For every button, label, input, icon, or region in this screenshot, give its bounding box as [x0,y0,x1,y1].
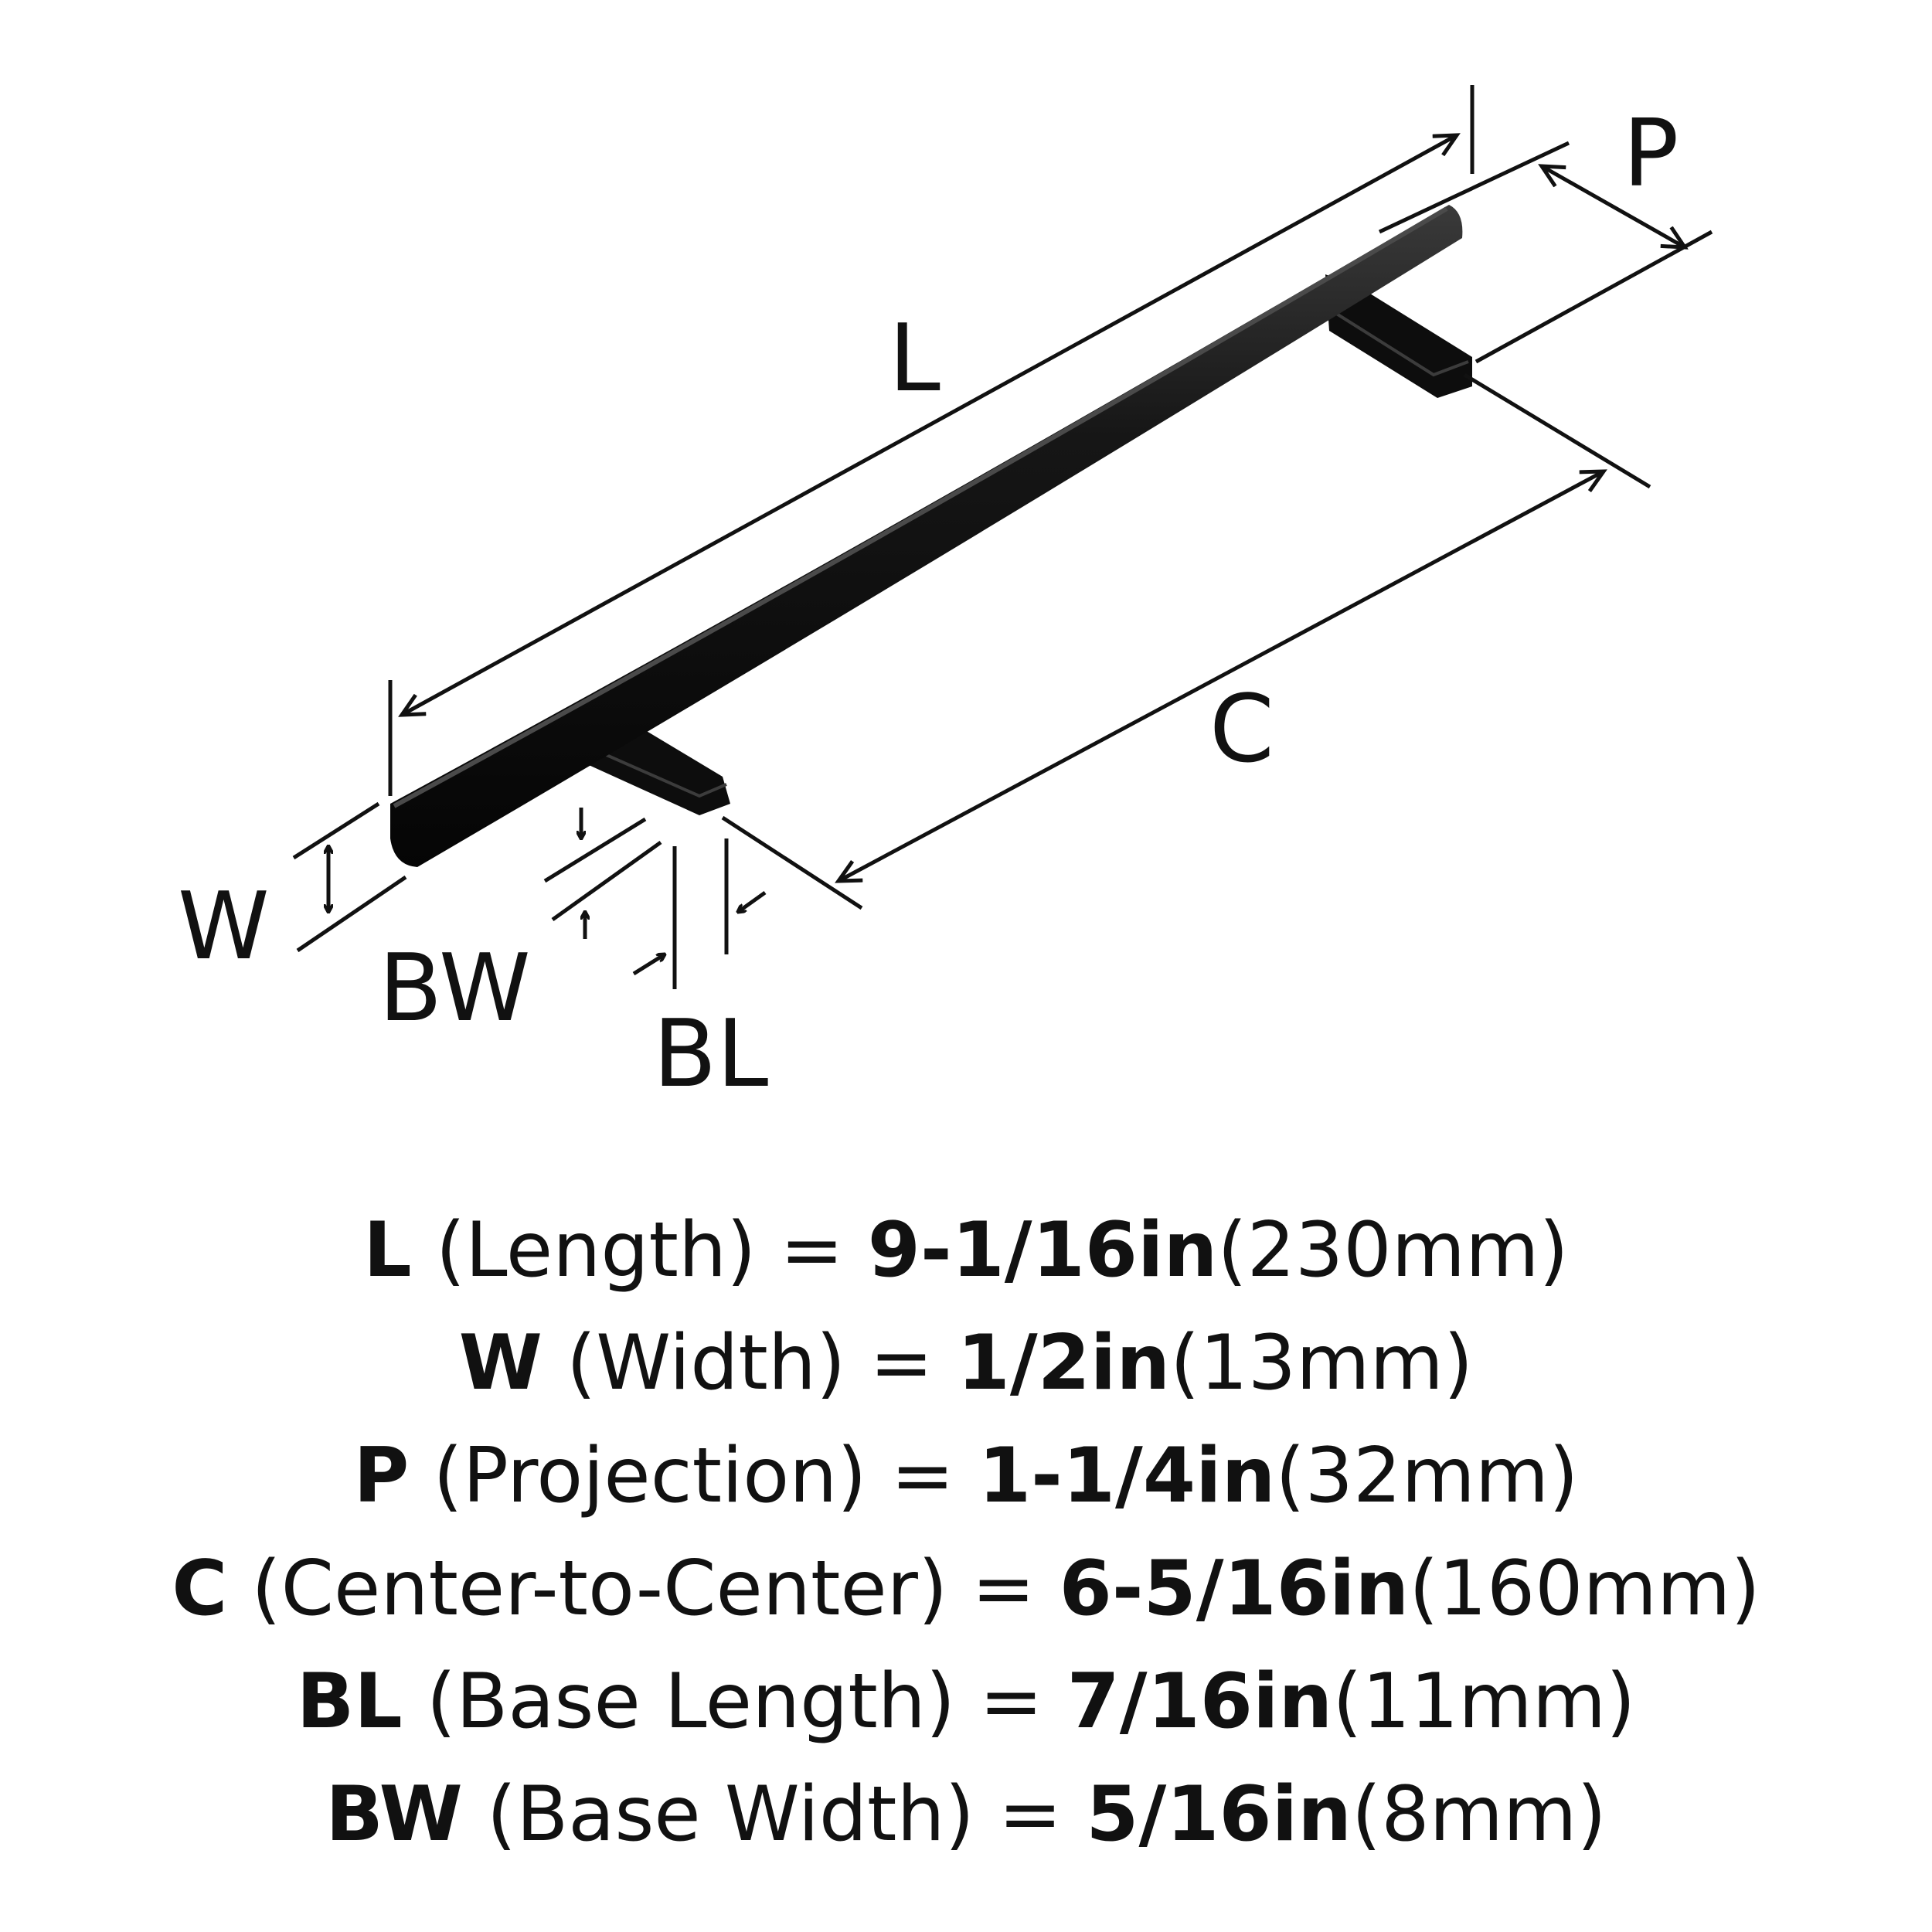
spec-row-width: W (Width) = 1/2in(13mm) [0,1307,1932,1420]
spec-row-base-length: BL (Base Length) = 7/16in(11mm) [0,1645,1932,1758]
spec-symbol: C [172,1545,228,1633]
spec-imperial: 1/2in [957,1319,1171,1407]
spec-row-projection: P (Projection) = 1-1/4in(32mm) [0,1420,1932,1532]
spec-equals: = [869,1319,934,1407]
spec-imperial: 6-5/16in [1059,1545,1410,1633]
dimension-spec-list: L (Length) = 9-1/16in(230mm) W (Width) =… [0,1194,1932,1871]
base-length-arrow-right [738,890,767,912]
spec-metric: (32mm) [1275,1432,1579,1520]
spec-metric: (160mm) [1409,1545,1760,1633]
spec-description: (Base Length) [426,1658,956,1746]
spec-symbol: BL [296,1658,403,1746]
label-base-length: BL [653,1001,768,1108]
length-dimension-line [402,135,1457,715]
spec-symbol: BW [325,1770,463,1859]
spec-row-length: L (Length) = 9-1/16in(230mm) [0,1194,1932,1307]
label-projection: P [1623,100,1679,208]
spec-equals: = [780,1206,844,1294]
spec-symbol: W [458,1319,543,1407]
label-base-width: BW [379,935,531,1043]
spec-equals: = [971,1545,1036,1633]
label-center: C [1209,676,1274,784]
spec-symbol: P [353,1432,410,1520]
spec-row-center-to-center: C (Center-to-Center) = 6-5/16in(160mm) [0,1532,1932,1645]
spec-row-base-width: BW (Base Width) = 5/16in(8mm) [0,1758,1932,1871]
spec-imperial: 7/16in [1066,1658,1333,1746]
spec-description: (Center-to-Center) [251,1545,948,1633]
spec-imperial: 1-1/4in [978,1432,1276,1520]
spec-description: (Width) [566,1319,846,1407]
spec-equals: = [979,1658,1043,1746]
spec-metric: (230mm) [1217,1206,1569,1294]
spec-imperial: 9-1/16in [867,1206,1218,1294]
handle-dimension-diagram: L P C W BW BL [178,85,1713,1108]
curved-bar [390,205,1463,867]
spec-imperial: 5/16in [1086,1770,1352,1859]
label-length: L [889,305,940,413]
label-width: W [178,873,270,981]
spec-equals: = [998,1770,1063,1859]
projection-dimension-line [1542,166,1685,247]
cabinet-pull-handle [390,205,1472,867]
spec-metric: (11mm) [1332,1658,1636,1746]
spec-description: (Length) [435,1206,757,1294]
spec-description: (Base Width) [486,1770,975,1859]
spec-equals: = [890,1432,954,1520]
spec-symbol: L [363,1206,412,1294]
center-dimension-line [838,471,1604,881]
spec-description: (Projection) [433,1432,867,1520]
spec-metric: (13mm) [1170,1319,1474,1407]
spec-metric: (8mm) [1351,1770,1607,1859]
base-length-arrow-left [632,954,665,976]
